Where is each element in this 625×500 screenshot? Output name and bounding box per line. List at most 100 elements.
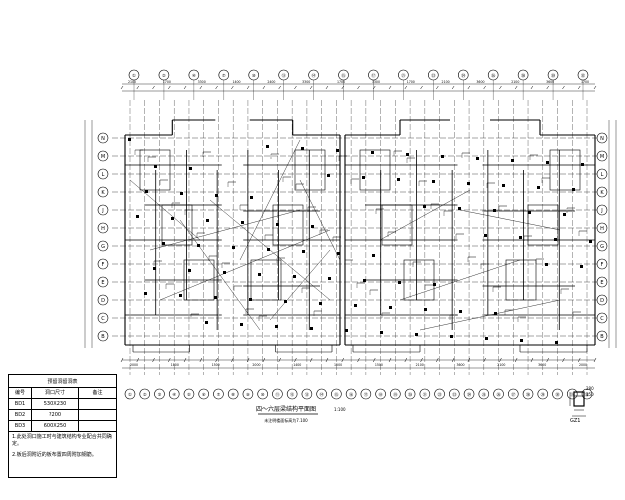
axis-label: D — [600, 298, 604, 304]
axis-bubble — [428, 69, 439, 81]
axis-bubble — [596, 186, 608, 198]
beam-line — [159, 229, 331, 301]
column — [197, 244, 200, 247]
column — [537, 186, 540, 189]
column — [494, 312, 497, 315]
column — [188, 269, 191, 272]
dim-tick — [325, 357, 329, 363]
axis-bubble — [360, 388, 372, 400]
axis-bubble — [97, 294, 109, 306]
axis-label: ㉚ — [555, 391, 560, 398]
axis-label: M — [600, 154, 604, 160]
dim-tick — [294, 85, 297, 90]
axis-label: ㉚ — [551, 72, 556, 79]
axis-grid — [112, 80, 600, 375]
axis-label: K — [600, 190, 604, 196]
dim-tick — [168, 357, 171, 363]
column-section-icon — [569, 391, 586, 417]
dim-text: 3600 — [476, 80, 484, 84]
dim-text: 1700 — [337, 80, 345, 84]
axis-bubble — [457, 69, 469, 81]
column — [302, 250, 305, 253]
axis-bubble — [449, 388, 460, 400]
dim-text: 1400 — [232, 80, 240, 84]
beam-line — [179, 219, 261, 331]
column — [136, 215, 139, 218]
column — [371, 151, 374, 154]
axis-bubble — [97, 276, 109, 288]
column — [398, 281, 401, 284]
beam-line — [419, 299, 561, 331]
column — [563, 213, 566, 216]
column — [250, 196, 253, 199]
dim-tick — [373, 85, 376, 90]
dim-tick — [231, 357, 234, 363]
axis-bubble — [596, 330, 608, 342]
column — [276, 223, 279, 226]
room-outline — [381, 204, 413, 246]
axis-label: ㉑ — [401, 72, 406, 79]
dim-text: 1500 — [334, 363, 342, 367]
column — [397, 178, 400, 181]
dim-tick — [168, 85, 171, 90]
axis-label: L — [601, 172, 604, 178]
axis-label: N — [101, 136, 105, 142]
axis-bubble — [522, 388, 534, 400]
column — [450, 335, 453, 338]
axis-bubble — [398, 69, 409, 81]
schedule-row: BD1 530X230 — [9, 399, 116, 410]
room-outline — [527, 204, 559, 246]
axis-label: ④ — [172, 392, 176, 397]
axis-bubble — [596, 132, 608, 144]
axis-label: ① — [128, 392, 132, 397]
column — [232, 246, 235, 249]
column — [467, 182, 470, 185]
dim-text: 2000 — [579, 363, 587, 367]
axis-label: L — [102, 172, 105, 178]
column — [180, 192, 183, 195]
room-outline — [272, 204, 304, 246]
axis-label: ⑮ — [334, 391, 339, 398]
axis-bubble — [198, 388, 210, 400]
axis-label: ⑦ — [217, 392, 221, 397]
column — [144, 292, 147, 295]
axis-bubble — [213, 388, 224, 400]
axis-label: ㉘ — [526, 391, 531, 398]
axis-bubble — [487, 69, 499, 81]
axis-bubble — [316, 388, 327, 400]
dim-tick — [562, 357, 565, 363]
column — [189, 167, 192, 170]
axis-bubble — [517, 69, 529, 81]
axis-label: ㉖ — [496, 391, 501, 398]
dim-text: 3600 — [456, 363, 464, 367]
column — [484, 234, 487, 237]
axis-bubble — [97, 222, 109, 234]
beam-line — [149, 209, 301, 251]
dim-tick — [436, 85, 439, 90]
drawing-scale: 1:100 — [334, 407, 346, 412]
axis-label: ㉕ — [482, 391, 487, 398]
dim-tick — [530, 85, 534, 90]
column — [336, 149, 339, 152]
beams-layer — [128, 138, 592, 344]
axis-bubble — [124, 388, 136, 400]
column — [389, 306, 392, 309]
axis-bubble — [463, 388, 475, 400]
dim-text: 3300 — [302, 80, 310, 84]
dim-text: 3600 — [546, 80, 554, 84]
axis-bubble — [97, 168, 109, 180]
dim-tick — [278, 357, 281, 363]
column — [432, 180, 435, 183]
axis-label: ㉓ — [431, 72, 436, 79]
column — [310, 327, 313, 330]
dim-tick — [309, 85, 313, 90]
axis-bubble — [577, 69, 589, 81]
axis-bubble — [97, 240, 109, 252]
dim-tick — [294, 357, 297, 363]
dim-tick — [278, 85, 281, 90]
column — [328, 277, 331, 280]
column — [267, 248, 270, 251]
room-outline — [139, 149, 171, 191]
axis-label: B — [600, 334, 604, 340]
axis-label: ④ — [192, 73, 196, 78]
